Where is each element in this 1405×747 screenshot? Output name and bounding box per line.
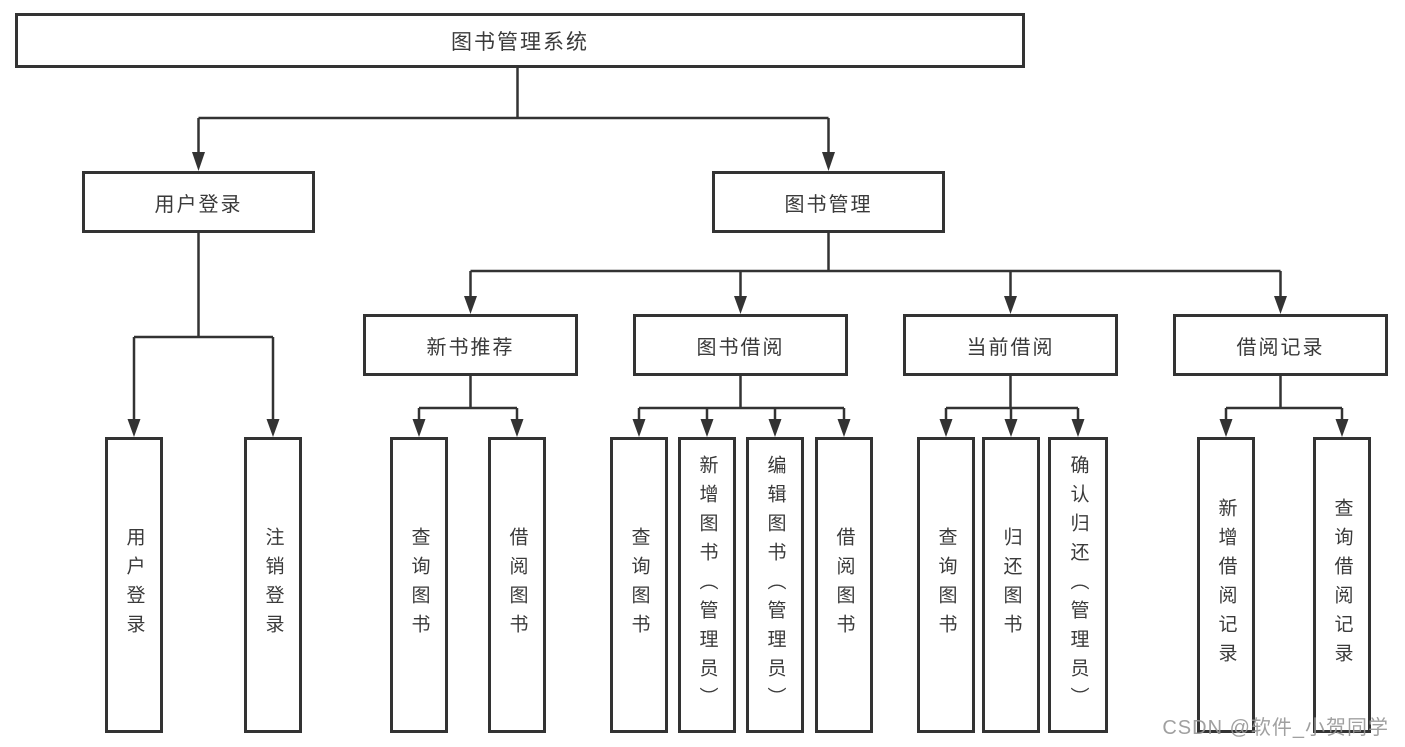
node-book-management: 图书管理 — [712, 171, 945, 233]
leaf-borrow-books-recommend-label: 借阅图书 — [506, 527, 528, 643]
watermark: CSDN @软件_小贺同学 — [1162, 717, 1389, 739]
leaf-query-books-current: 查询图书 — [917, 437, 975, 733]
connector-new-book-recommendation-to-leaves — [417, 376, 519, 424]
leaf-query-books-recommend: 查询图书 — [390, 437, 448, 733]
leaf-edit-books-admin-label: 编辑图书（管理员） — [764, 454, 786, 716]
leaf-query-books-current-label: 查询图书 — [935, 527, 957, 643]
connector-book-management-to-level3 — [469, 233, 1282, 301]
node-book-borrowing: 图书借阅 — [633, 314, 848, 376]
leaf-query-books-borrowing: 查询图书 — [610, 437, 668, 733]
leaf-return-books: 归还图书 — [982, 437, 1040, 733]
leaf-add-books-admin: 新增图书（管理员） — [678, 437, 736, 733]
leaf-add-borrow-record-label: 新增借阅记录 — [1215, 498, 1237, 672]
leaf-logout-login: 注销登录 — [244, 437, 302, 733]
node-user-login: 用户登录 — [82, 171, 315, 233]
leaf-user-login: 用户登录 — [105, 437, 163, 733]
leaf-borrow-books-recommend: 借阅图书 — [488, 437, 546, 733]
leaf-logout-login-label: 注销登录 — [262, 527, 284, 643]
leaf-add-borrow-record: 新增借阅记录 — [1197, 437, 1255, 733]
arrow-heads — [127, 152, 1349, 437]
node-library-management-system: 图书管理系统 — [15, 13, 1025, 68]
leaf-borrow-books-borrowing: 借阅图书 — [815, 437, 873, 733]
connector-current-borrowing-to-leaves — [944, 376, 1080, 424]
leaf-confirm-return-admin: 确认归还（管理员） — [1048, 437, 1108, 733]
node-current-borrowing: 当前借阅 — [903, 314, 1118, 376]
connector-user-login-to-leaves — [132, 233, 275, 424]
connector-borrowing-records-to-leaves — [1224, 376, 1344, 424]
leaf-query-borrow-record: 查询借阅记录 — [1313, 437, 1371, 733]
leaf-query-books-borrowing-label: 查询图书 — [628, 527, 650, 643]
leaf-query-books-recommend-label: 查询图书 — [408, 527, 430, 643]
leaf-user-login-label: 用户登录 — [123, 527, 145, 643]
leaf-borrow-books-borrowing-label: 借阅图书 — [833, 527, 855, 643]
connector-root-to-level2 — [197, 68, 830, 158]
leaf-confirm-return-admin-label: 确认归还（管理员） — [1067, 454, 1089, 716]
leaf-add-books-admin-label: 新增图书（管理员） — [696, 454, 718, 716]
leaf-query-borrow-record-label: 查询借阅记录 — [1331, 498, 1353, 672]
node-borrowing-records: 借阅记录 — [1173, 314, 1388, 376]
leaf-edit-books-admin: 编辑图书（管理员） — [746, 437, 804, 733]
leaf-return-books-label: 归还图书 — [1000, 527, 1022, 643]
connector-book-borrowing-to-leaves — [637, 376, 846, 424]
node-new-book-recommendation: 新书推荐 — [363, 314, 578, 376]
